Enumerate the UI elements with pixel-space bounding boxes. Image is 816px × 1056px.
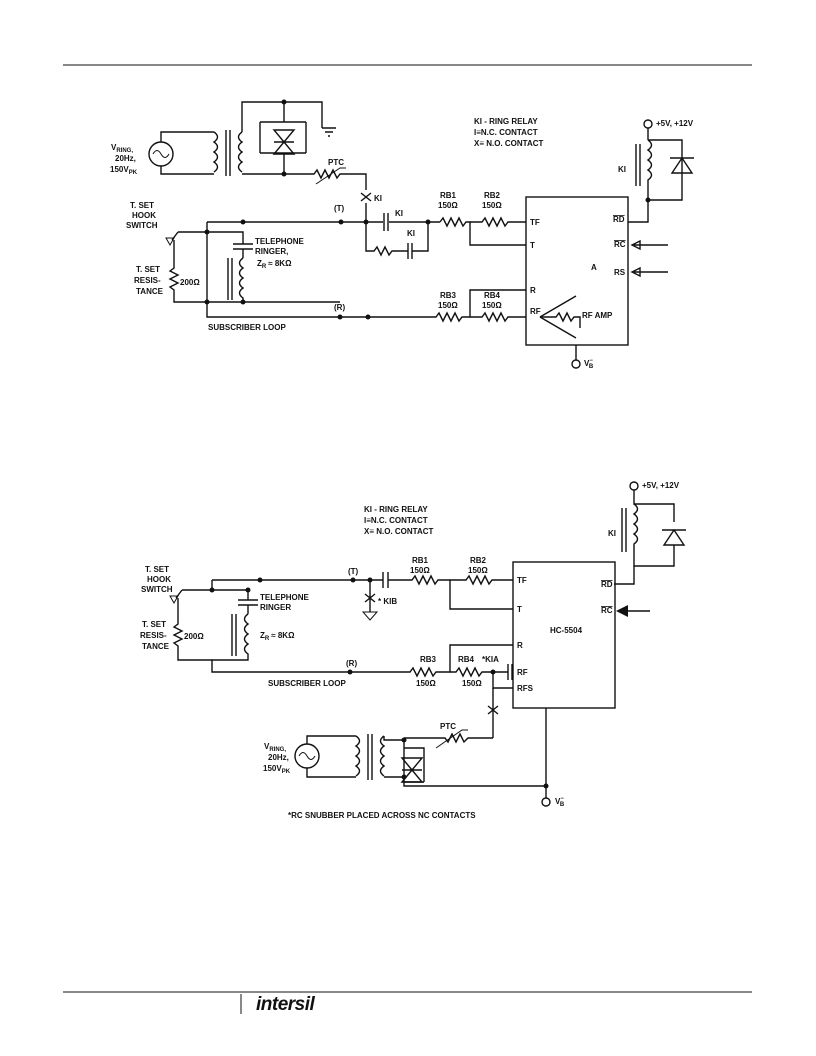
pin-t-2: T (517, 605, 522, 614)
relay-coil-1: +5V, +12V KI (618, 119, 694, 223)
rb1-value-1: 150Ω (438, 201, 458, 210)
ringer-2-line2: RINGER (260, 603, 291, 612)
vring-source-1: VRING, 20Hz, 150VPK (110, 101, 284, 176)
ki-lower-label-1: KI (407, 229, 415, 238)
pin-rs-1: RS (614, 268, 626, 277)
vring-amp-1: 150VPK (110, 165, 138, 176)
set-resistance-1-line1: T. SET (136, 265, 160, 274)
set-resistance-2-line2: RESIS- (140, 631, 167, 640)
snubber-note: *RC SNUBBER PLACED ACROSS NC CONTACTS (288, 811, 476, 820)
ki-series-label-1: KI (395, 209, 403, 218)
kib-label: * KIB (378, 597, 397, 606)
protection-network-1: PTC (259, 99, 367, 190)
legend-1-line2: I≡N.C. CONTACT (474, 128, 538, 137)
ringer-2-line1: TELEPHONE (260, 593, 310, 602)
vring-label-2: VRING, (264, 742, 286, 753)
telephone-set-2: T. SET HOOK SWITCH T. SET RESIS- TANCE 2… (140, 565, 350, 673)
rb4-value-1: 150Ω (482, 301, 502, 310)
chip-a: TF T R RF RD RC RS A RF AMP V−B (525, 196, 629, 370)
ring-label-1: (R) (334, 303, 345, 312)
circuit-2: KI - RING RELAY I≡N.C. CONTACT X≡ N.O. C… (140, 481, 686, 820)
tip-label-2: (T) (348, 567, 359, 576)
vring-label-1: VRING, (111, 143, 133, 154)
rb1-value-2: 150Ω (410, 566, 430, 575)
rb2-label-1: RB2 (484, 191, 501, 200)
hook-switch-1-line1: T. SET (130, 201, 154, 210)
kia-label: *KIA (482, 655, 499, 664)
set-resistance-2-line3: TANCE (142, 642, 170, 651)
intersil-logo: intersil (256, 994, 316, 1015)
res-200-label-2: 200Ω (184, 632, 204, 641)
pin-rc-1: RC (614, 240, 626, 249)
ring-label-2: (R) (346, 659, 357, 668)
supply-label-2: +5V, +12V (642, 481, 680, 490)
rb3-value-1: 150Ω (438, 301, 458, 310)
supply-label-1: +5V, +12V (656, 119, 694, 128)
rb3-label-1: RB3 (440, 291, 457, 300)
rb3-value-2: 150Ω (416, 679, 436, 688)
ptc-label-1: PTC (328, 158, 344, 167)
pin-rf-2: RF (517, 668, 528, 677)
ptc-label-2: PTC (440, 722, 456, 731)
vb-label-1: V−B (584, 358, 594, 370)
relay-coil-label-2: KI (608, 529, 616, 538)
pin-r-1: R (530, 286, 536, 295)
pin-t-1: T (530, 241, 535, 250)
pin-tf-2: TF (517, 576, 527, 585)
subscriber-loop-2: SUBSCRIBER LOOP (268, 679, 346, 688)
rf-amp-label: RF AMP (582, 311, 613, 320)
set-resistance-1-line3: TANCE (136, 287, 164, 296)
rb3-label-2: RB3 (420, 655, 437, 664)
zr-1: ZR≈ 8KΩ (257, 259, 292, 270)
legend-2-line3: X≡ N.O. CONTACT (364, 527, 434, 536)
vring-amp-2: 150VPK (263, 764, 291, 775)
hook-switch-1-line2: HOOK (132, 211, 156, 220)
relay-coil-label-1: KI (618, 165, 626, 174)
hook-switch-2-line1: T. SET (145, 565, 169, 574)
telephone-set-1: T. SET HOOK SWITCH T. SET RESIS- TANCE 2… (126, 201, 340, 305)
set-resistance-2-line1: T. SET (142, 620, 166, 629)
vb-label-2: V−B (555, 796, 565, 808)
legend-2-line1: KI - RING RELAY (364, 505, 428, 514)
rb2-label-2: RB2 (470, 556, 487, 565)
tip-label-1: (T) (334, 204, 345, 213)
hook-switch-1-line3: SWITCH (126, 221, 158, 230)
circuit-1: VRING, 20Hz, 150VPK PTC KI KI (T) (110, 99, 694, 370)
ringer-1-line1: TELEPHONE (255, 237, 305, 246)
ki-contact-top-label-1: KI (374, 194, 382, 203)
ringer-1-line2: RINGER, (255, 247, 288, 256)
vring-freq-2: 20Hz, (268, 753, 289, 762)
vring-freq-1: 20Hz, (115, 154, 136, 163)
legend-1-line3: X≡ N.O. CONTACT (474, 139, 544, 148)
chip-a-label: A (591, 263, 597, 272)
pin-rd-1: RD (613, 215, 625, 224)
pin-rf-1: RF (530, 307, 541, 316)
subscriber-loop-1: SUBSCRIBER LOOP (208, 323, 286, 332)
rb2-value-1: 150Ω (482, 201, 502, 210)
rb4-label-2: RB4 (458, 655, 475, 664)
legend-1-line1: KI - RING RELAY (474, 117, 538, 126)
hook-switch-2-line2: HOOK (147, 575, 171, 584)
chip-hc5504: TF T R RF RFS RD RC HC-5504 (512, 561, 616, 709)
chip-hc5504-label: HC-5504 (550, 626, 583, 635)
legend-2-line2: I≡N.C. CONTACT (364, 516, 428, 525)
rb4-value-2: 150Ω (462, 679, 482, 688)
hook-switch-2-line3: SWITCH (141, 585, 173, 594)
pin-rd-2: RD (601, 580, 613, 589)
pin-tf-1: TF (530, 218, 540, 227)
pin-rc-2: RC (601, 606, 613, 615)
set-resistance-1-line2: RESIS- (134, 276, 161, 285)
res-200-label-1: 200Ω (180, 278, 200, 287)
rb2-value-2: 150Ω (468, 566, 488, 575)
pin-r-2: R (517, 641, 523, 650)
zr-2: ZR≈ 8KΩ (260, 631, 295, 642)
pin-rfs-2: RFS (517, 684, 534, 693)
rb1-label-1: RB1 (440, 191, 457, 200)
vring-source-2: PTC VRING, 20Hz, 150VPK (263, 688, 546, 787)
rb4-label-1: RB4 (484, 291, 501, 300)
rb1-label-2: RB1 (412, 556, 429, 565)
relay-coil-2: +5V, +12V KI (608, 481, 686, 585)
